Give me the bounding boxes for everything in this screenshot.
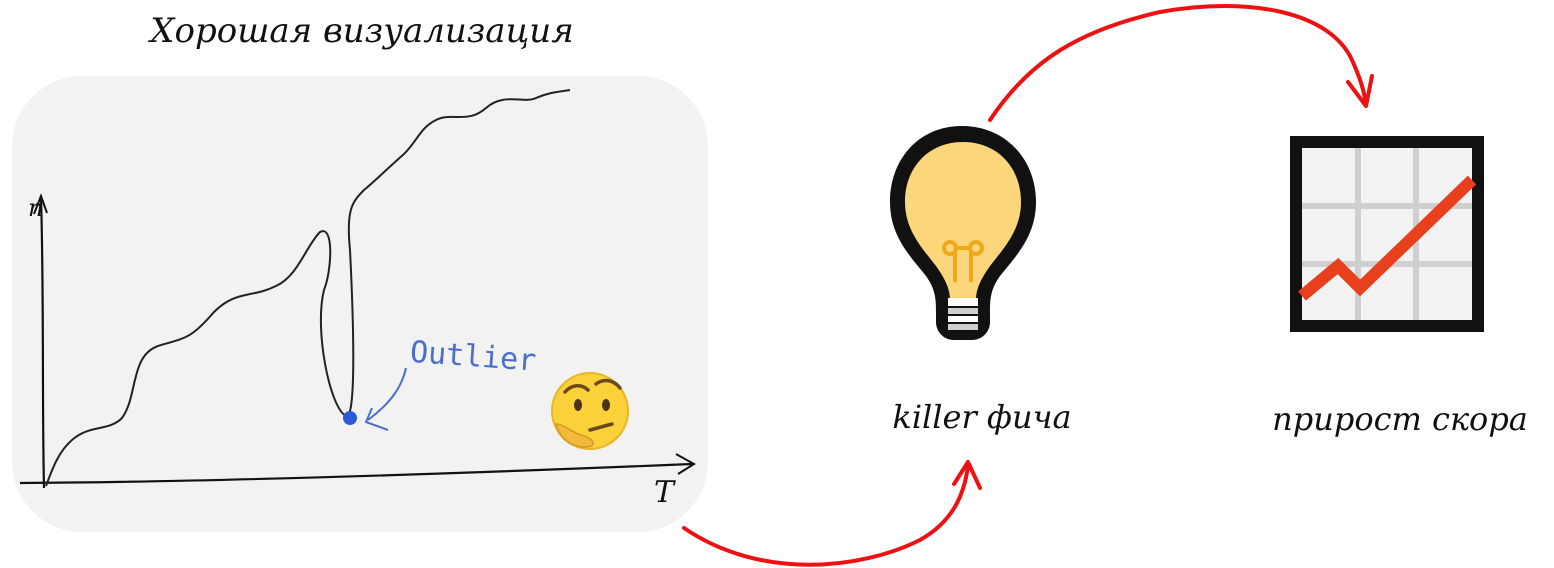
x-axis-label: T [654, 475, 676, 510]
y-axis [39, 195, 46, 489]
flow-arrow-to-idea-head [952, 460, 982, 490]
y-axis-label: n [28, 194, 43, 222]
flow-arrow-to-idea [682, 464, 970, 567]
step-label-result: прирост скора [1272, 400, 1528, 438]
x-axis [19, 462, 693, 485]
annotation-arrowhead [364, 407, 389, 431]
chart-increasing-icon [1290, 136, 1484, 332]
thinking-face-icon [551, 372, 629, 450]
annotation-arrow [367, 367, 407, 421]
step-label-idea: killer фича [892, 398, 1071, 436]
x-axis-arrowhead [675, 453, 696, 475]
sketch-curve [45, 89, 571, 487]
flow-arrow-to-result-head [1346, 74, 1374, 108]
sketch-background [12, 76, 708, 532]
light-bulb-icon [890, 126, 1036, 340]
sketch-panel: n T Outlier [12, 76, 708, 532]
title: Хорошая визуализация [147, 11, 573, 51]
flow-arrow-to-result [988, 4, 1368, 122]
outlier-point [343, 411, 357, 425]
y-axis-arrowhead [33, 193, 48, 215]
